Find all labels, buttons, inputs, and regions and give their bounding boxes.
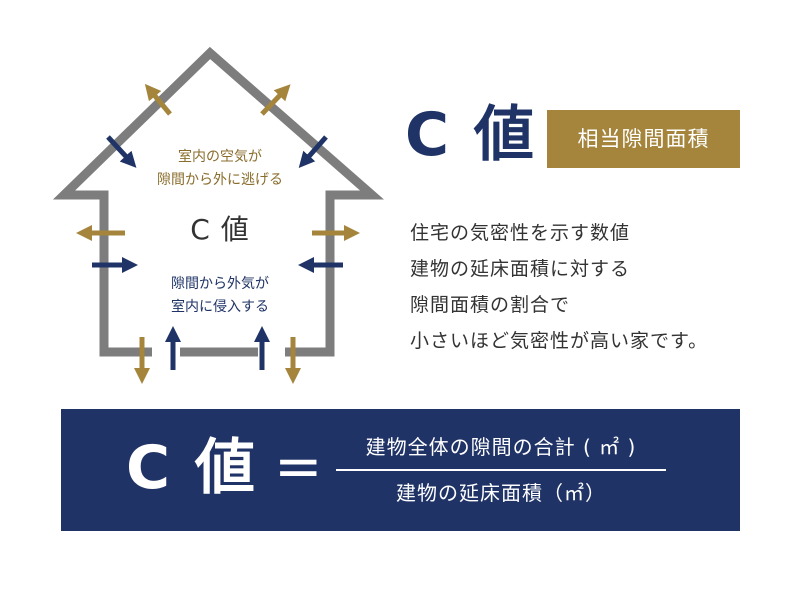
formula-lhs: C 値 xyxy=(126,433,257,503)
description-line-3: 隙間面積の割合で xyxy=(410,294,571,316)
title-label: C 値 xyxy=(405,100,536,170)
inflow-arrow-roof-right xyxy=(298,135,328,169)
description-line-4: 小さいほど気密性が高い家です。 xyxy=(410,330,709,352)
inflow-arrow-roof-left xyxy=(106,135,137,168)
house-inflow-text: 隙間から外気が 室内に侵入する xyxy=(120,273,320,319)
house-inflow-line-2: 室内に侵入する xyxy=(171,299,269,315)
description-line-2: 建物の延床面積に対する xyxy=(410,258,631,280)
description-line-1: 住宅の気密性を示す数値 xyxy=(410,222,631,244)
formula-fraction-bar xyxy=(336,469,666,471)
formula-box: C 値 = 建物全体の隙間の合計 ( ㎡ ) 建物の延床面積（㎡） xyxy=(61,409,740,531)
outflow-arrow-roof-left xyxy=(144,83,172,116)
house-outline xyxy=(52,46,384,357)
formula-equals-sign: = xyxy=(274,432,323,500)
formula-denominator: 建物の延床面積（㎡） xyxy=(396,481,606,505)
house-outflow-text: 室内の空気が 隙間から外に逃げる xyxy=(120,146,320,192)
formula-numerator: 建物全体の隙間の合計 ( ㎡ ) xyxy=(365,435,637,459)
house-outflow-line-2: 隙間から外に逃げる xyxy=(157,172,283,188)
house-center-label: C 値 xyxy=(190,213,250,246)
house-inflow-line-1: 隙間から外気が xyxy=(171,276,269,292)
title-badge: 相当隙間面積 xyxy=(547,110,740,168)
house-outflow-line-1: 室内の空気が xyxy=(178,149,262,165)
description-block: 住宅の気密性を示す数値 建物の延床面積に対する 隙間面積の割合で 小さいほど気密… xyxy=(410,215,780,359)
outflow-arrow-roof-right xyxy=(260,84,291,116)
